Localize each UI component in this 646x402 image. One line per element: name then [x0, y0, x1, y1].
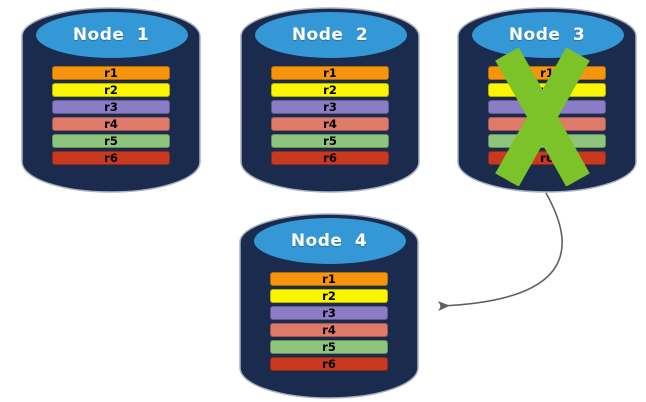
failure-x-icon — [495, 48, 590, 186]
db-node-2: Node 2 r1 r2 r3 r4 r5 r6 — [240, 4, 420, 196]
row-r1: r1 — [270, 272, 388, 286]
node-title: Node 4 — [290, 231, 368, 251]
row-r6: r6 — [52, 151, 170, 165]
row-r3: r3 — [52, 100, 170, 114]
row-r1: r1 — [52, 66, 170, 80]
db-node-4: Node 4 r1 r2 r3 r4 r5 r6 — [239, 210, 419, 402]
row-r5: r5 — [270, 340, 388, 354]
row-r2: r2 — [52, 83, 170, 97]
row-r5: r5 — [52, 134, 170, 148]
node-title: Node 2 — [291, 25, 369, 45]
replica-rows: r1 r2 r3 r4 r5 r6 — [270, 272, 388, 371]
row-r2: r2 — [270, 289, 388, 303]
db-node-3-failed: Node 3 r1 r2 r3 r4 r5 r6 — [457, 4, 637, 196]
row-r1: r1 — [271, 66, 389, 80]
replica-rows: r1 r2 r3 r4 r5 r6 — [271, 66, 389, 165]
row-r4: r4 — [52, 117, 170, 131]
replica-rows: r1 r2 r3 r4 r5 r6 — [52, 66, 170, 165]
row-r6: r6 — [270, 357, 388, 371]
row-r3: r3 — [270, 306, 388, 320]
row-r5: r5 — [271, 134, 389, 148]
row-r2: r2 — [271, 83, 389, 97]
node-title: Node 3 — [508, 25, 586, 45]
node-title: Node 1 — [72, 25, 150, 45]
row-r4: r4 — [271, 117, 389, 131]
row-r3: r3 — [271, 100, 389, 114]
db-node-1: Node 1 r1 r2 r3 r4 r5 r6 — [21, 4, 201, 196]
row-r4: r4 — [270, 323, 388, 337]
row-r6: r6 — [271, 151, 389, 165]
